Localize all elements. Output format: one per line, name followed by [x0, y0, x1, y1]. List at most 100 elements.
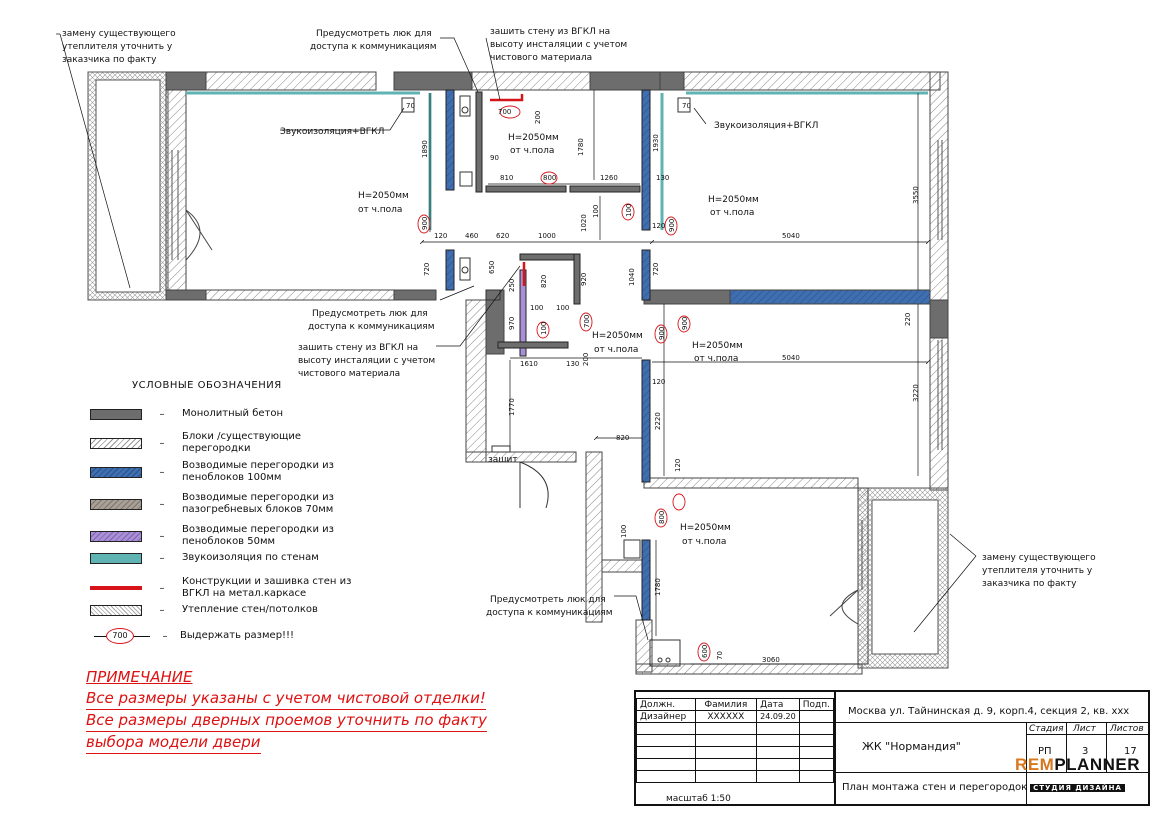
svg-text:120: 120: [674, 459, 682, 472]
svg-text:130: 130: [656, 174, 669, 182]
legend-title: УСЛОВНЫЕ ОБОЗНАЧЕНИЯ: [132, 380, 282, 391]
hatch-note-mid: Предусмотреть люк для доступа к коммуник…: [308, 309, 435, 332]
note-title: ПРИМЕЧАНИЕ: [86, 668, 193, 686]
svg-text:120: 120: [652, 378, 665, 386]
swatch-insulation: [90, 604, 142, 616]
svg-text:200: 200: [534, 111, 542, 124]
note-line-3: выбора модели двери: [86, 732, 261, 754]
note-line-1: Все размеры указаны с учетом чистовой от…: [86, 688, 486, 710]
bathroom-partitions: [475, 91, 641, 349]
note: ПРИМЕЧАНИЕ Все размеры указаны с учетом …: [86, 667, 487, 754]
svg-text:650: 650: [488, 261, 496, 274]
legend-row-foam50: – Возводимые перегородки из пеноблоков 5…: [90, 524, 352, 548]
legend-row-keep: 700 – Выдержать размер!!!: [90, 628, 350, 644]
svg-text:620: 620: [496, 232, 509, 240]
dimension-lines: [422, 90, 928, 665]
svg-text:820: 820: [540, 275, 548, 288]
insulation-note-right: замену существующего утеплителя уточнить…: [982, 553, 1099, 589]
svg-text:900: 900: [681, 317, 689, 330]
svg-text:460: 460: [465, 232, 478, 240]
zashit-label: зашит: [488, 455, 518, 465]
legend-row-pgb70: – Возводимые перегородки из пазогребневы…: [90, 492, 352, 516]
title-block: Должн. Фамилия Дата Подп. Дизайнер XXXXX…: [634, 690, 1150, 806]
svg-text:900: 900: [668, 219, 676, 232]
sheet-value: 3: [1082, 746, 1089, 757]
svg-text:120: 120: [434, 232, 447, 240]
svg-text:1040: 1040: [628, 268, 636, 286]
address: Москва ул. Тайнинская д. 9, корп.4, секц…: [848, 706, 1130, 717]
svg-text:100: 100: [556, 304, 569, 312]
svg-text:1780: 1780: [577, 138, 585, 156]
legend-row-gkl: – Конструкции и зашивка стен из ВГКЛ на …: [90, 576, 352, 600]
swatch-concrete: [90, 408, 142, 420]
svg-text:1020: 1020: [580, 214, 588, 232]
legend-row-concrete: – Монолитный бетон: [90, 408, 352, 420]
gkl-note-top: зашить стену из ВГКЛ на высоту инсталяци…: [490, 27, 630, 63]
annotations: замену существующего утеплителя уточнить…: [62, 27, 1099, 618]
svg-text:1890: 1890: [421, 140, 429, 158]
remplanner-logo: REMPLANNER СТУДИЯ ДИЗАЙНА: [1015, 755, 1140, 792]
sheets-value: 17: [1124, 746, 1137, 757]
svg-text:120: 120: [652, 222, 665, 230]
swatch-sound: [90, 552, 142, 564]
svg-text:70: 70: [406, 102, 415, 110]
height-note-6: Н=2050мм от ч.пола: [680, 523, 734, 547]
legend-row-foam100: – Возводимые перегородки из пеноблоков 1…: [90, 460, 352, 484]
svg-text:90: 90: [490, 154, 499, 162]
height-note-2: Н=2050мм от ч.пола: [358, 191, 412, 215]
svg-text:100: 100: [620, 525, 628, 538]
svg-text:920: 920: [580, 273, 588, 286]
svg-text:800: 800: [543, 174, 556, 182]
swatch-pgb70: [90, 498, 142, 510]
legend-row-sound: – Звукоизоляция по стенам: [90, 552, 352, 564]
svg-text:200: 200: [582, 353, 590, 366]
svg-text:3220: 3220: [912, 384, 920, 402]
svg-text:5040: 5040: [782, 354, 800, 362]
note-line-2: Все размеры дверных проемов уточнить по …: [86, 710, 487, 732]
svg-text:70: 70: [716, 651, 724, 660]
fixtures: [401, 95, 691, 667]
legend-row-insulation: – Утепление стен/потолков: [90, 604, 352, 616]
svg-text:250: 250: [508, 279, 516, 292]
svg-text:1000: 1000: [538, 232, 556, 240]
svg-text:1610: 1610: [520, 360, 538, 368]
legend-row-blocks: – Блоки /существующие перегородки: [90, 431, 352, 455]
svg-text:810: 810: [500, 174, 513, 182]
scale-label: масштаб 1:50: [666, 794, 731, 804]
svg-text:100: 100: [625, 204, 633, 217]
height-note-5: Н=2050мм от ч.пола: [692, 341, 746, 364]
sound-note-left: Звукоизоляция+ВГКЛ: [280, 127, 384, 137]
svg-text:900: 900: [421, 217, 429, 230]
keep-symbol: 700: [90, 628, 150, 644]
svg-text:3550: 3550: [912, 186, 920, 204]
swatch-foam100: [90, 466, 142, 478]
svg-text:1930: 1930: [652, 134, 660, 152]
walls: [165, 71, 949, 675]
svg-text:1780: 1780: [654, 578, 662, 596]
left-balcony: [87, 71, 213, 301]
sound-insulation: [186, 91, 928, 230]
dimension-labels: 700 200 1780 1890 90 810 1260 130 1930 3…: [406, 102, 920, 664]
sound-note-right: Звукоизоляция+ВГКЛ: [714, 121, 818, 131]
svg-text:700: 700: [498, 108, 511, 116]
drawing-name: План монтажа стен и перегородок: [842, 782, 1028, 793]
svg-text:70: 70: [682, 102, 691, 110]
stage-value: РП: [1038, 746, 1052, 757]
svg-text:5040: 5040: [782, 232, 800, 240]
height-note-1: Н=2050мм от ч.пола: [508, 133, 562, 156]
keep-markers: [417, 105, 711, 662]
hatch-note-top: Предусмотреть люк для доступа к коммуник…: [310, 29, 437, 52]
hatch-note-bottom: Предусмотреть люк для доступа к коммуник…: [486, 595, 613, 618]
stamp-table: Должн. Фамилия Дата Подп. Дизайнер XXXXX…: [636, 698, 835, 783]
svg-text:100: 100: [530, 304, 543, 312]
svg-text:2220: 2220: [654, 412, 662, 430]
swatch-gkl: [90, 586, 142, 590]
height-note-4: Н=2050мм от ч.пола: [592, 331, 646, 355]
svg-text:100: 100: [540, 322, 548, 335]
svg-text:700: 700: [583, 315, 591, 328]
svg-text:720: 720: [652, 263, 660, 276]
svg-text:970: 970: [508, 317, 516, 330]
gkl-walls: [490, 94, 526, 286]
svg-text:720: 720: [423, 263, 431, 276]
